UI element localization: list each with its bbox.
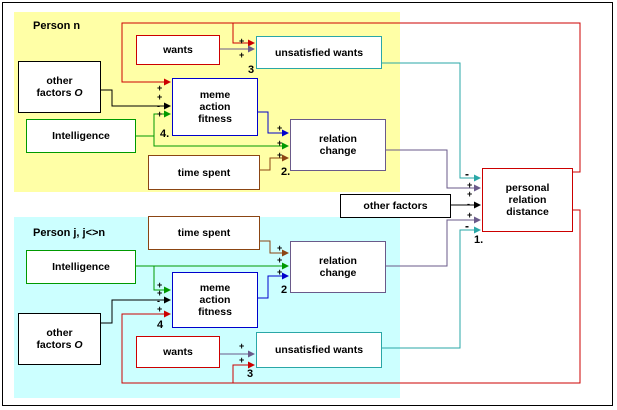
other-factors-line1: other bbox=[46, 327, 73, 339]
unsatisfied-wants-box-bottom: unsatisfied wants bbox=[256, 332, 382, 368]
relation-line2: change bbox=[319, 267, 357, 279]
sign-minus: - bbox=[157, 101, 160, 111]
sign-plus: + bbox=[277, 243, 283, 253]
intelligence-box-bottom: Intelligence bbox=[26, 250, 136, 284]
sign-plus: + bbox=[277, 123, 283, 133]
meme-line2: action bbox=[199, 294, 231, 306]
sign-plus: + bbox=[157, 83, 163, 93]
sign-minus: - bbox=[467, 199, 470, 209]
sign-minus: - bbox=[465, 219, 469, 233]
other-factors-word: factors bbox=[36, 87, 72, 99]
distance-line1: personal bbox=[505, 182, 550, 194]
other-factors-word: factors bbox=[36, 339, 72, 351]
sign-plus: + bbox=[277, 138, 283, 148]
step-number-2-bottom: 2 bbox=[281, 284, 288, 296]
other-factors-line2: factors O bbox=[36, 87, 82, 99]
other-factors-line2: factors O bbox=[36, 339, 82, 351]
meme-line3: fitness bbox=[198, 113, 232, 125]
sign-plus: + bbox=[467, 180, 473, 190]
sign-plus: + bbox=[277, 267, 283, 277]
sign-plus: + bbox=[239, 355, 245, 365]
sign-minus: - bbox=[465, 167, 469, 181]
other-factors-box-top: other factors O bbox=[18, 61, 101, 113]
step-number-3-bottom: 3 bbox=[247, 368, 254, 380]
sign-plus: + bbox=[157, 280, 163, 290]
sign-plus: + bbox=[239, 341, 245, 351]
distance-line2: relation bbox=[508, 194, 547, 206]
other-factors-o: O bbox=[74, 339, 83, 351]
step-number-2-top: 2. bbox=[281, 166, 291, 178]
sign-plus: + bbox=[157, 304, 163, 314]
meme-line2: action bbox=[199, 101, 231, 113]
meme-line1: meme bbox=[199, 282, 231, 294]
step-number-4-top: 4. bbox=[160, 128, 170, 140]
sign-plus: + bbox=[157, 288, 163, 298]
relation-line1: relation bbox=[319, 133, 357, 145]
sign-plus: + bbox=[277, 255, 283, 265]
sign-plus: + bbox=[239, 50, 245, 60]
relation-line2: change bbox=[319, 145, 357, 157]
sign-plus: + bbox=[467, 189, 473, 199]
relation-line1: relation bbox=[319, 255, 357, 267]
meme-action-fitness-box-top: meme action fitness bbox=[172, 78, 258, 136]
person-j-label: Person j, j<>n bbox=[33, 227, 106, 239]
time-spent-box-top: time spent bbox=[148, 155, 260, 190]
time-spent-box-bottom: time spent bbox=[148, 216, 260, 250]
sign-plus: + bbox=[467, 210, 473, 220]
meme-action-fitness-box-bottom: meme action fitness bbox=[172, 272, 258, 328]
sign-minus: - bbox=[157, 296, 160, 306]
sign-plus: + bbox=[277, 150, 283, 160]
other-factors-box-center: other factors bbox=[340, 194, 451, 218]
relation-change-box-top: relation change bbox=[290, 119, 386, 171]
wants-box-bottom: wants bbox=[136, 336, 220, 368]
unsatisfied-wants-box-top: unsatisfied wants bbox=[256, 36, 382, 69]
meme-line3: fitness bbox=[198, 306, 232, 318]
wants-box-top: wants bbox=[136, 35, 220, 65]
person-n-label: Person n bbox=[33, 20, 81, 32]
meme-line1: meme bbox=[199, 89, 231, 101]
personal-relation-distance-box: personal relation distance bbox=[482, 168, 573, 232]
sign-plus: + bbox=[157, 92, 163, 102]
step-number-1: 1. bbox=[474, 234, 484, 246]
sign-plus: + bbox=[239, 36, 245, 46]
diagram-frame bbox=[2, 2, 613, 406]
other-factors-box-bottom: other factors O bbox=[18, 313, 101, 365]
other-factors-line1: other bbox=[46, 75, 73, 87]
sign-plus: + bbox=[157, 109, 163, 119]
relation-change-box-bottom: relation change bbox=[290, 241, 386, 293]
step-number-3-top: 3 bbox=[248, 64, 255, 76]
other-factors-o: O bbox=[74, 87, 83, 99]
intelligence-box-top: Intelligence bbox=[26, 119, 136, 153]
step-number-4-bottom: 4 bbox=[157, 319, 164, 331]
distance-line3: distance bbox=[506, 206, 549, 218]
